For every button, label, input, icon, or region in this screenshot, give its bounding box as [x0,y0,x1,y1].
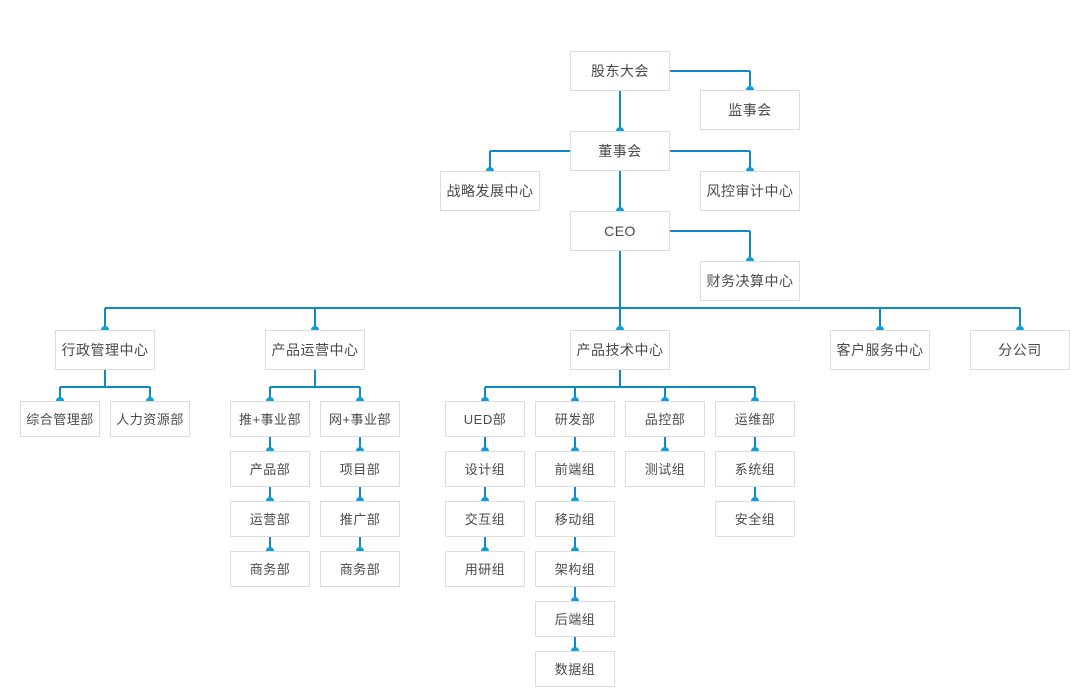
org-node-strategy[interactable]: 战略发展中心 [440,171,540,211]
org-node-projectdept[interactable]: 项目部 [320,451,400,487]
org-node-rnd[interactable]: 研发部 [535,401,615,437]
org-node-testing[interactable]: 测试组 [625,451,705,487]
org-node-userresearch[interactable]: 用研组 [445,551,525,587]
org-node-backend[interactable]: 后端组 [535,601,615,637]
org-node-devops[interactable]: 运维部 [715,401,795,437]
org-node-design[interactable]: 设计组 [445,451,525,487]
org-node-riskaudit[interactable]: 风控审计中心 [700,171,800,211]
org-node-security[interactable]: 安全组 [715,501,795,537]
org-node-architecture[interactable]: 架构组 [535,551,615,587]
org-node-branch[interactable]: 分公司 [970,330,1070,370]
org-node-business2[interactable]: 商务部 [320,551,400,587]
org-node-business1[interactable]: 商务部 [230,551,310,587]
org-node-admin[interactable]: 行政管理中心 [55,330,155,370]
org-node-qa[interactable]: 品控部 [625,401,705,437]
org-node-ceo[interactable]: CEO [570,211,670,251]
org-node-promotion[interactable]: 推广部 [320,501,400,537]
org-node-interaction[interactable]: 交互组 [445,501,525,537]
org-node-datateam[interactable]: 数据组 [535,651,615,687]
org-node-supervisory[interactable]: 监事会 [700,90,800,130]
org-node-tuiplus[interactable]: 推+事业部 [230,401,310,437]
org-node-finance[interactable]: 财务决算中心 [700,261,800,301]
org-node-product[interactable]: 产品部 [230,451,310,487]
org-node-prodtech[interactable]: 产品技术中心 [570,330,670,370]
org-node-custserv[interactable]: 客户服务中心 [830,330,930,370]
org-node-system[interactable]: 系统组 [715,451,795,487]
org-node-operation[interactable]: 运营部 [230,501,310,537]
org-node-general[interactable]: 综合管理部 [20,401,100,437]
org-node-frontend[interactable]: 前端组 [535,451,615,487]
org-node-hr[interactable]: 人力资源部 [110,401,190,437]
org-node-prodops[interactable]: 产品运营中心 [265,330,365,370]
org-node-mobile[interactable]: 移动组 [535,501,615,537]
org-node-ued[interactable]: UED部 [445,401,525,437]
org-node-wangplus[interactable]: 网+事业部 [320,401,400,437]
org-node-shareholders[interactable]: 股东大会 [570,51,670,91]
org-node-board[interactable]: 董事会 [570,131,670,171]
